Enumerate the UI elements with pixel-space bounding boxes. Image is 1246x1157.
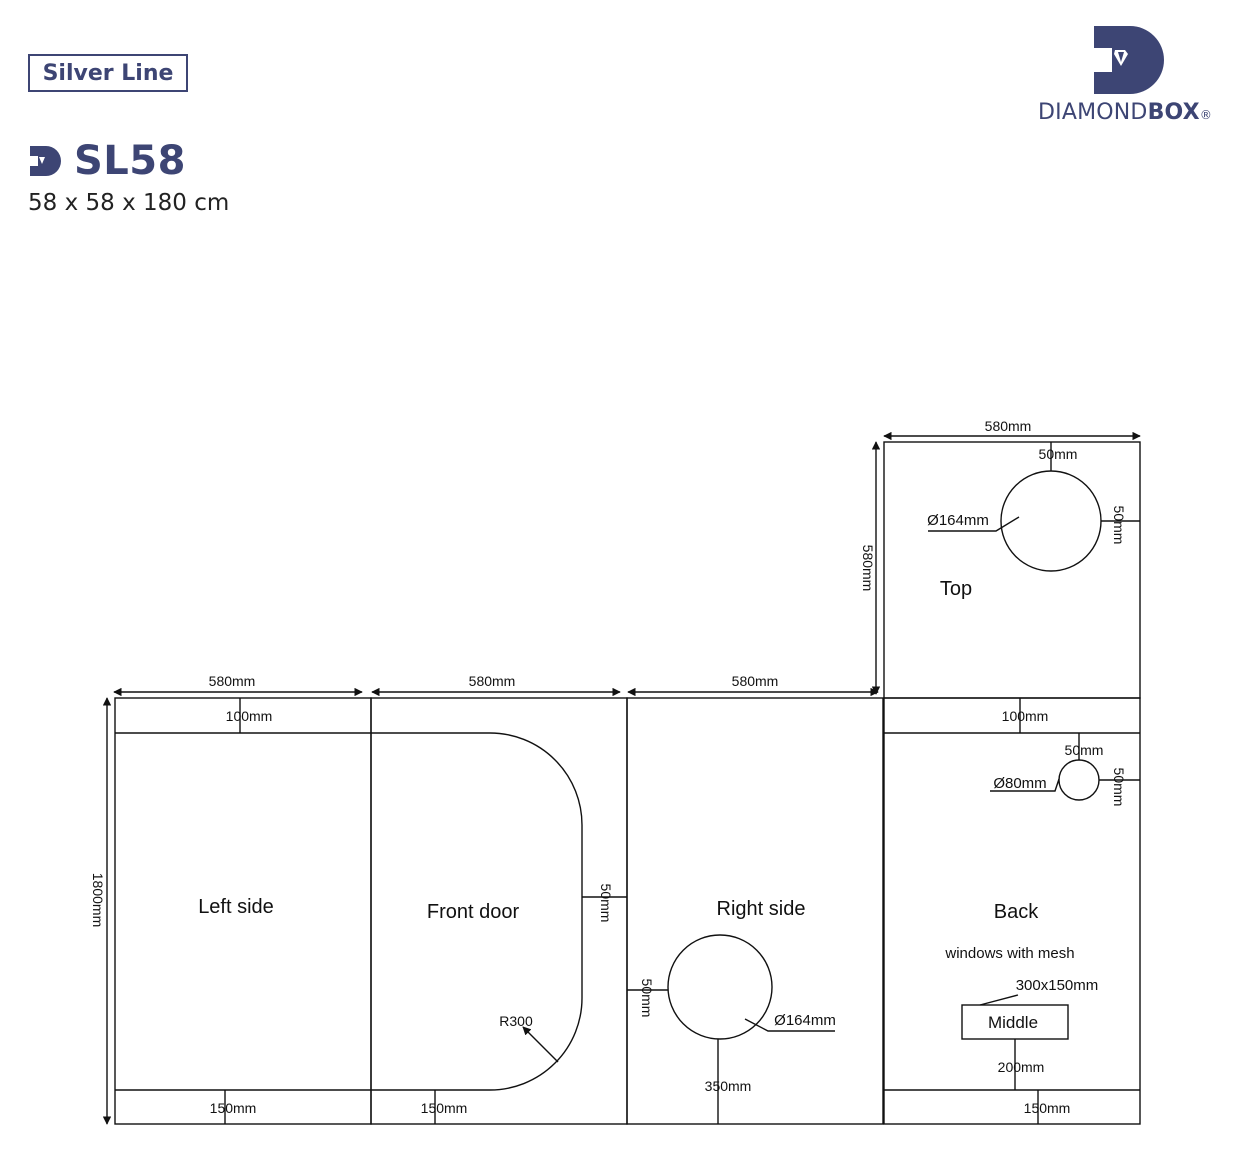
back-window-bottom: 200mm: [998, 1059, 1045, 1075]
panel-right-side: [626, 697, 884, 1125]
back-port-side: 50mm: [1111, 768, 1127, 807]
right-side-port-bottom: 350mm: [705, 1078, 752, 1094]
back-port: [1058, 759, 1100, 801]
dim-total-height: 1800mm: [90, 873, 106, 927]
top-port-top: 50mm: [1039, 446, 1078, 462]
back-window-size: 300x150mm: [1016, 977, 1099, 994]
front-door-radius: R300: [499, 1013, 533, 1029]
back-window-label: Middle: [988, 1013, 1038, 1032]
right-side-port: [667, 934, 773, 1040]
product-dimensions: 58 x 58 x 180 cm: [28, 190, 230, 216]
panel-top: [883, 441, 1141, 699]
back-bottom-band: 150mm: [1024, 1100, 1071, 1116]
left-side-top-band: 100mm: [226, 708, 273, 724]
front-door-label: Front door: [427, 901, 520, 923]
model-name: SL58: [74, 138, 186, 184]
brand-wordmark-bold: BOX: [1147, 100, 1200, 125]
brand-wordmark-light: DIAMOND: [1038, 100, 1148, 125]
back-port-top: 50mm: [1065, 742, 1104, 758]
brand-wordmark: DIAMONDBOX®: [1038, 100, 1212, 125]
top-port-side: 50mm: [1111, 506, 1127, 545]
radius-leader: [522, 1026, 559, 1063]
series-badge-label: Silver Line: [42, 60, 174, 86]
model-heading: SL58: [28, 138, 186, 184]
right-side-label: Right side: [717, 898, 806, 920]
left-side-bottom-band: 150mm: [210, 1100, 257, 1116]
front-door-side-gap: 50mm: [598, 884, 614, 923]
diamond-d-logo-icon: [1092, 24, 1166, 101]
dim-left-width: 580mm: [209, 673, 256, 689]
front-door-bottom-band: 150mm: [421, 1100, 468, 1116]
front-door-opening: [371, 732, 583, 1091]
top-port-diameter: Ø164mm: [927, 512, 989, 529]
back-windows-note: windows with mesh: [944, 945, 1074, 962]
right-side-port-side: 50mm: [639, 979, 655, 1018]
registered-mark: ®: [1199, 108, 1213, 122]
back-label: Back: [994, 901, 1039, 923]
back-top-band: 100mm: [1002, 708, 1049, 724]
right-side-port-diameter: Ø164mm: [774, 1012, 836, 1029]
top-label: Top: [940, 578, 972, 600]
dim-front-width: 580mm: [469, 673, 516, 689]
dim-top-width: 580mm: [985, 418, 1032, 434]
left-side-label: Left side: [198, 896, 274, 918]
series-badge: Silver Line: [28, 54, 188, 92]
top-port: [1000, 470, 1102, 572]
dim-top-height: 580mm: [860, 545, 876, 592]
back-port-diameter: Ø80mm: [993, 775, 1046, 792]
diamond-d-small-icon: [30, 146, 61, 176]
dim-right-width: 580mm: [732, 673, 779, 689]
